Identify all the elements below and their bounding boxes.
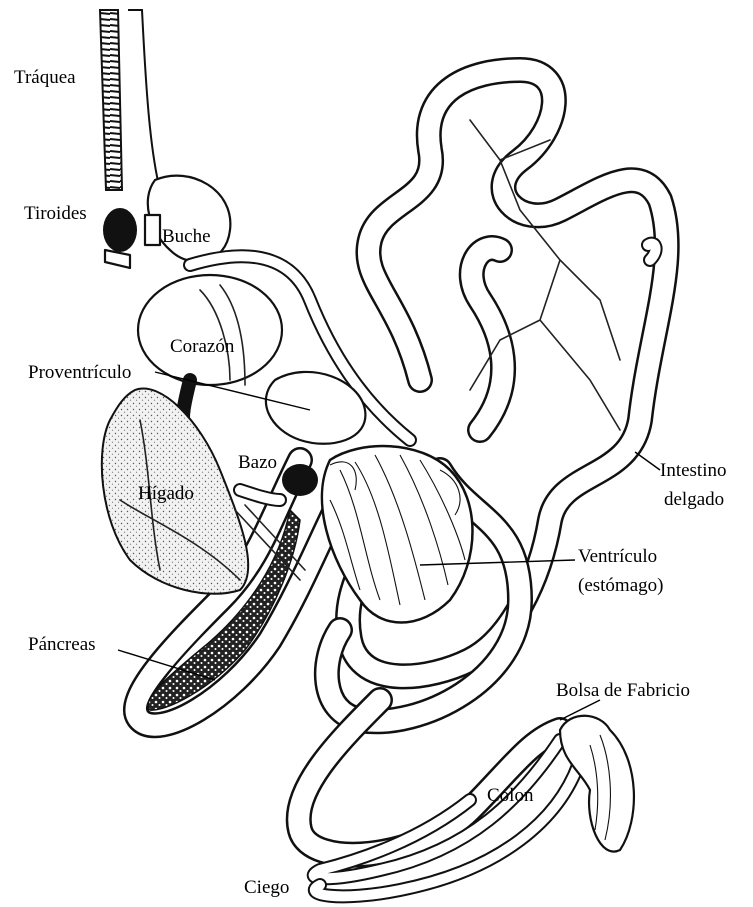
trachea: [100, 10, 160, 190]
label-bursa: Bolsa de Fabricio: [556, 680, 690, 701]
heart: [138, 275, 282, 385]
label-spleen: Bazo: [238, 452, 277, 473]
label-trachea: Tráquea: [14, 67, 76, 88]
label-proventriculus: Proventrículo: [28, 362, 131, 383]
label-heart: Corazón: [170, 336, 235, 357]
spleen: [282, 464, 318, 496]
label-small-intestine-line2: delgado: [664, 489, 724, 510]
label-liver: Hígado: [138, 483, 194, 504]
thyroid: [103, 208, 137, 252]
label-pancreas: Páncreas: [28, 634, 96, 655]
label-crop: Buche: [162, 226, 211, 247]
label-gizzard-line1: Ventrículo: [578, 546, 657, 567]
small-intestine: [327, 70, 667, 721]
label-small-intestine-line1: Intestino: [660, 460, 727, 481]
label-thyroid: Tiroides: [24, 203, 87, 224]
label-gizzard-line2: (estómago): [578, 575, 663, 596]
label-colon: Colon: [487, 785, 534, 806]
label-ceca: Ciego: [244, 877, 289, 898]
colon-ceca: [299, 700, 634, 896]
